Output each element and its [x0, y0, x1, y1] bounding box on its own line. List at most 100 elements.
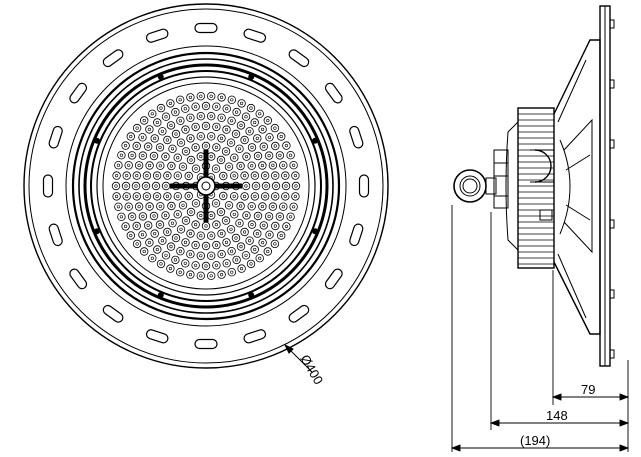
plate-bolt	[609, 79, 615, 89]
led-chip	[164, 184, 168, 188]
led-chip	[209, 274, 213, 278]
led-chip	[124, 184, 128, 188]
led-chip	[178, 98, 182, 102]
dimension-label-3: (194)	[520, 433, 550, 448]
led-lens	[142, 171, 152, 180]
led-lens	[181, 147, 191, 156]
led-lens	[212, 122, 221, 132]
led-chip	[168, 101, 172, 105]
led-lens	[163, 192, 172, 201]
led-chip	[214, 105, 218, 109]
led-lens	[111, 181, 121, 191]
led-chip	[146, 145, 150, 149]
led-chip	[255, 136, 259, 140]
led-lens	[168, 144, 177, 153]
led-lens	[277, 132, 286, 141]
led-chip	[204, 244, 208, 248]
led-lens	[173, 171, 182, 180]
led-lens	[206, 132, 216, 141]
led-lens	[291, 171, 300, 180]
mounting-slot	[349, 223, 364, 247]
dimension-lines	[450, 205, 630, 452]
center-hub	[196, 176, 216, 196]
led-lens	[173, 153, 182, 162]
led-chip	[165, 174, 169, 178]
led-lens	[212, 220, 221, 229]
led-lens	[245, 236, 254, 245]
led-lens	[181, 259, 190, 268]
housing-bolt	[248, 74, 255, 80]
led-lens	[237, 264, 246, 273]
led-chip	[187, 174, 191, 178]
led-lens	[148, 254, 157, 263]
led-lens	[240, 227, 249, 237]
led-chip	[169, 164, 173, 168]
mounting-slot	[194, 338, 218, 350]
led-chip	[169, 204, 173, 208]
led-lens	[275, 151, 285, 160]
led-chip	[214, 167, 218, 171]
side-view	[453, 5, 615, 367]
led-lens	[161, 211, 170, 220]
led-lens	[246, 103, 256, 113]
led-chip	[119, 215, 123, 219]
led-lens	[191, 199, 201, 208]
led-chip	[188, 232, 193, 236]
led-lens	[138, 230, 147, 239]
led-lens	[265, 133, 274, 142]
led-chip	[237, 147, 242, 151]
led-lens	[268, 202, 278, 211]
led-lens	[191, 164, 201, 173]
led-array	[111, 91, 301, 280]
led-lens	[138, 133, 147, 142]
led-chip	[232, 212, 236, 216]
led-lens	[242, 211, 251, 220]
led-chip	[274, 184, 278, 188]
led-lens	[196, 271, 205, 280]
led-lens	[221, 216, 231, 225]
led-lens	[253, 229, 262, 238]
led-chip	[253, 120, 257, 125]
led-chip	[267, 233, 272, 237]
led-lens	[250, 192, 260, 201]
led-chip	[187, 194, 191, 198]
led-chip	[119, 153, 123, 157]
led-lens	[251, 181, 261, 191]
led-lens	[261, 181, 271, 191]
led-lens	[181, 125, 190, 134]
led-chip	[227, 203, 231, 207]
led-lens	[181, 104, 190, 113]
led-chip	[114, 184, 118, 188]
led-chip	[263, 194, 267, 198]
housing-bolt	[157, 74, 164, 80]
led-lens	[186, 207, 196, 217]
led-chip	[219, 136, 224, 140]
led-lens	[236, 242, 246, 251]
led-chip	[199, 134, 203, 138]
led-chip	[258, 112, 262, 116]
led-chip	[169, 123, 173, 127]
led-chip	[255, 232, 259, 236]
led-chip	[220, 116, 224, 120]
led-chip	[165, 230, 169, 234]
led-lens	[134, 202, 144, 211]
led-lens	[206, 231, 216, 240]
led-lens	[260, 192, 270, 201]
led-chip	[214, 243, 218, 247]
led-lens	[231, 129, 241, 139]
mounting-slot	[243, 329, 267, 344]
led-lens	[191, 143, 200, 152]
led-chip	[141, 154, 145, 158]
led-lens	[227, 246, 236, 256]
plate-bolt	[609, 219, 615, 229]
led-chip	[243, 174, 247, 178]
led-chip	[279, 134, 283, 139]
led-lens	[176, 246, 185, 256]
led-chip	[154, 184, 158, 188]
led-chip	[144, 184, 148, 188]
led-lens	[143, 142, 153, 151]
led-lens	[212, 240, 221, 250]
housing-bolt	[94, 137, 100, 144]
led-lens	[181, 238, 190, 247]
led-lens	[201, 101, 211, 111]
